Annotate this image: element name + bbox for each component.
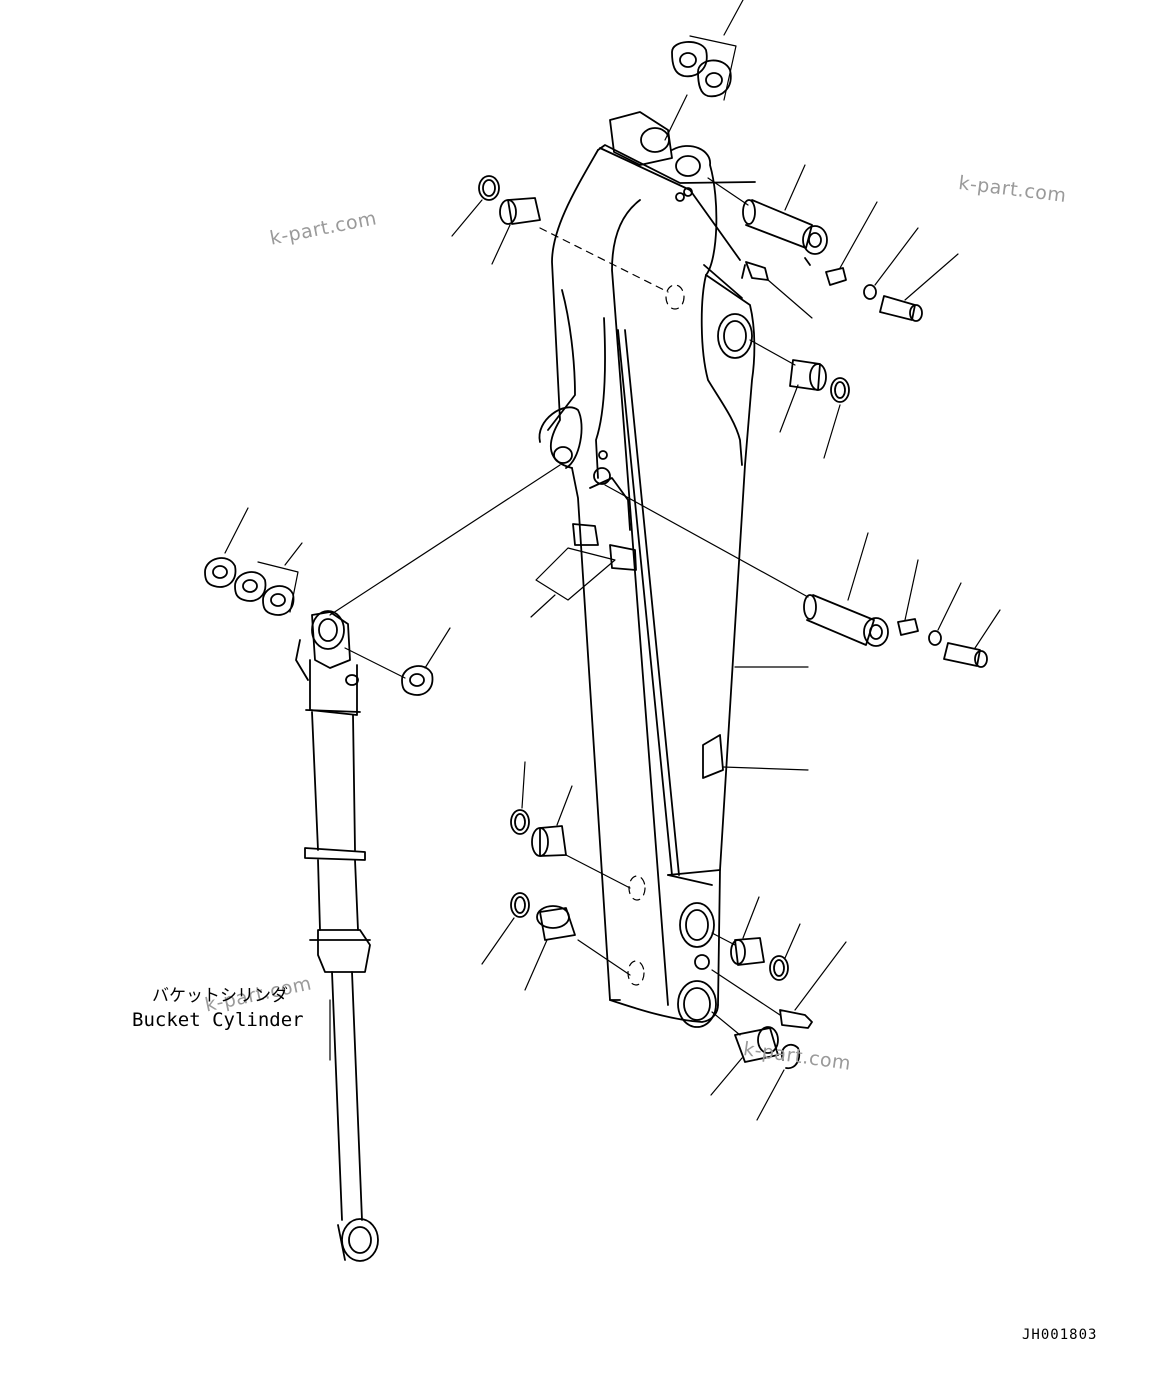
- arm-icon: [535, 111, 756, 1028]
- snap-ring-icon: [780, 1043, 801, 1070]
- seal-ring-icon: [769, 955, 789, 981]
- pin-icon: [803, 594, 889, 647]
- bushing-icon: [789, 359, 827, 391]
- seal-ring-icon: [510, 892, 530, 918]
- seal-ring-icon: [863, 284, 942, 646]
- bolt-icon: [825, 267, 923, 322]
- shim-icon: [671, 35, 737, 101]
- bushing-icon: [499, 197, 541, 225]
- shim-icon: [401, 665, 434, 696]
- bolt-icon: [897, 618, 988, 668]
- bushing-icon: [531, 825, 567, 857]
- bucket-cylinder-icon: [295, 610, 379, 1262]
- seal-ring-icon: [478, 175, 500, 201]
- pin-icon: [742, 199, 828, 266]
- seal-ring-icon: [830, 377, 850, 403]
- shim-icon: [204, 557, 299, 616]
- drawing-code: JH001803: [1022, 1327, 1098, 1343]
- bushing-icon: [536, 905, 576, 941]
- leader-lines: [224, 0, 1001, 1121]
- grease-fitting-icon: [779, 1009, 813, 1029]
- bushing-icon: [730, 937, 765, 966]
- bushing-icon: [734, 1026, 779, 1063]
- seal-ring-icon: [510, 809, 530, 835]
- cylinder-label-japanese: バケットシリンダ: [152, 986, 288, 1006]
- grease-fitting-icon: [741, 261, 769, 281]
- cylinder-label-english: Bucket Cylinder: [132, 1009, 304, 1031]
